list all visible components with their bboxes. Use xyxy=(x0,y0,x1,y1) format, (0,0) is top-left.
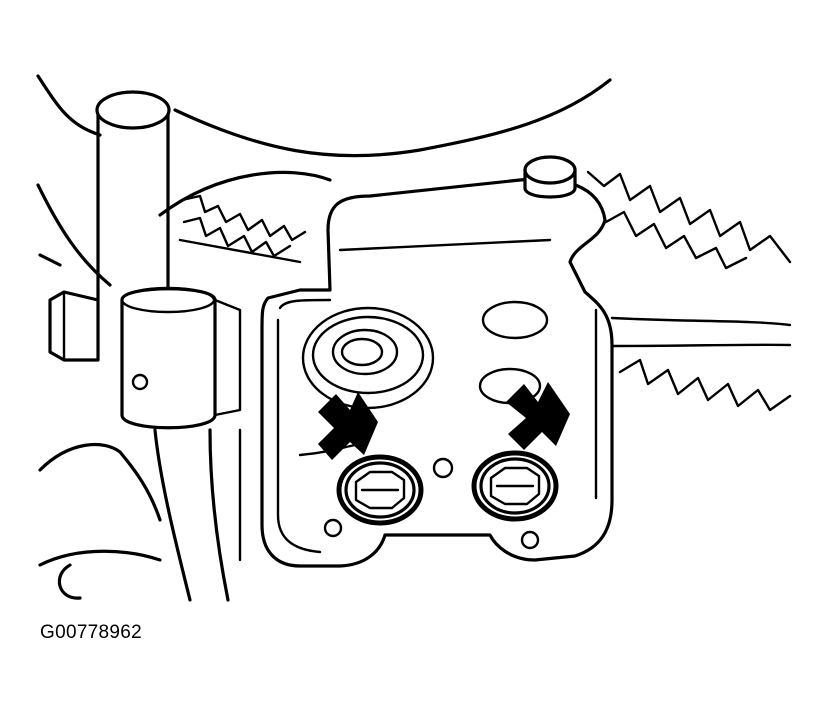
shaft-clamp xyxy=(120,286,242,430)
lower-structure xyxy=(238,428,357,562)
bracket-plate xyxy=(260,177,614,568)
left-bolt-arrow xyxy=(318,392,378,460)
shaft-rod xyxy=(95,90,230,602)
figure-code: G00778962 xyxy=(40,622,143,643)
dowel-pin xyxy=(523,155,577,199)
left-tab xyxy=(48,290,100,362)
right-gear-teeth-upper xyxy=(586,170,792,270)
left-gear-teeth xyxy=(178,194,307,264)
small-holes xyxy=(323,457,540,550)
lower-left-body xyxy=(38,442,162,600)
left-bolt xyxy=(336,454,424,526)
right-bolt xyxy=(471,450,559,522)
right-bolt-arrow xyxy=(506,382,570,450)
right-gear-teeth-lower xyxy=(610,316,792,412)
